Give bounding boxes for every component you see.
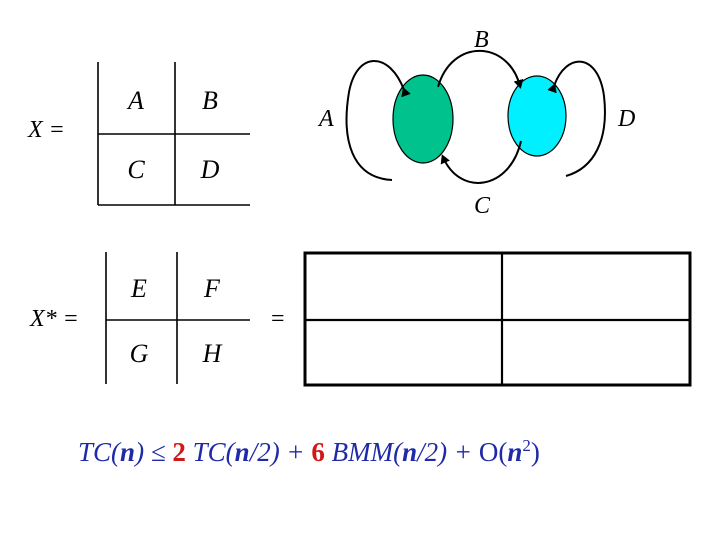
- matrix-xstar-label: X* =: [30, 306, 79, 332]
- formula-exponent: 2: [522, 436, 531, 455]
- formula-part: n: [120, 437, 136, 467]
- result-matrix: [303, 251, 692, 387]
- matrix-x-grid: [97, 62, 250, 206]
- graph-label-left: A: [319, 106, 334, 132]
- matrix-x-cell-a: A: [128, 86, 144, 115]
- graph-label-top: B: [474, 27, 489, 53]
- formula-coefficient-2: 2: [172, 437, 186, 467]
- matrix-xstar-cell-f: F: [204, 274, 220, 303]
- formula-part: TC(: [185, 437, 235, 467]
- formula-coefficient-6: 6: [311, 437, 325, 467]
- formula-part: /2) +: [249, 437, 312, 467]
- formula-part: /2) +: [417, 437, 479, 467]
- graph-edge-left-loop: [345, 60, 411, 181]
- graph-edge-bottom-arc: [440, 140, 522, 184]
- matrix-x-label: X =: [28, 117, 65, 143]
- formula-part: n: [402, 437, 418, 467]
- matrix-xstar-cell-e: E: [131, 274, 147, 303]
- graph-label-bottom: C: [474, 193, 491, 219]
- formula-part: n: [507, 437, 523, 467]
- result-equals-sign: =: [271, 306, 285, 332]
- matrix-x-cell-c: C: [127, 155, 145, 184]
- matrix-x-cell-d: D: [200, 155, 220, 184]
- formula-part: O(: [478, 437, 508, 467]
- graph-edge-top-arc: [437, 50, 524, 89]
- graph-label-right: D: [618, 106, 636, 132]
- graph-node-left: [392, 74, 454, 164]
- matrix-xstar-grid: [105, 252, 250, 384]
- matrix-x-cell-b: B: [202, 86, 218, 115]
- formula-part: ): [530, 437, 540, 467]
- formula-part: BMM(: [324, 437, 403, 467]
- graph-node-right: [507, 75, 567, 157]
- formula-part: ) ≤: [135, 437, 173, 467]
- matrix-xstar-cell-h: H: [202, 339, 222, 368]
- matrix-xstar-cell-g: G: [129, 339, 149, 368]
- formula-part: n: [234, 437, 250, 467]
- recurrence-formula: TC(n) ≤ 2 TC(n/2) + 6 BMM(n/2) + O(n2): [78, 436, 540, 468]
- graph: [345, 50, 606, 184]
- graph-edge-right-loop: [547, 60, 606, 177]
- formula-part: TC(: [78, 437, 121, 467]
